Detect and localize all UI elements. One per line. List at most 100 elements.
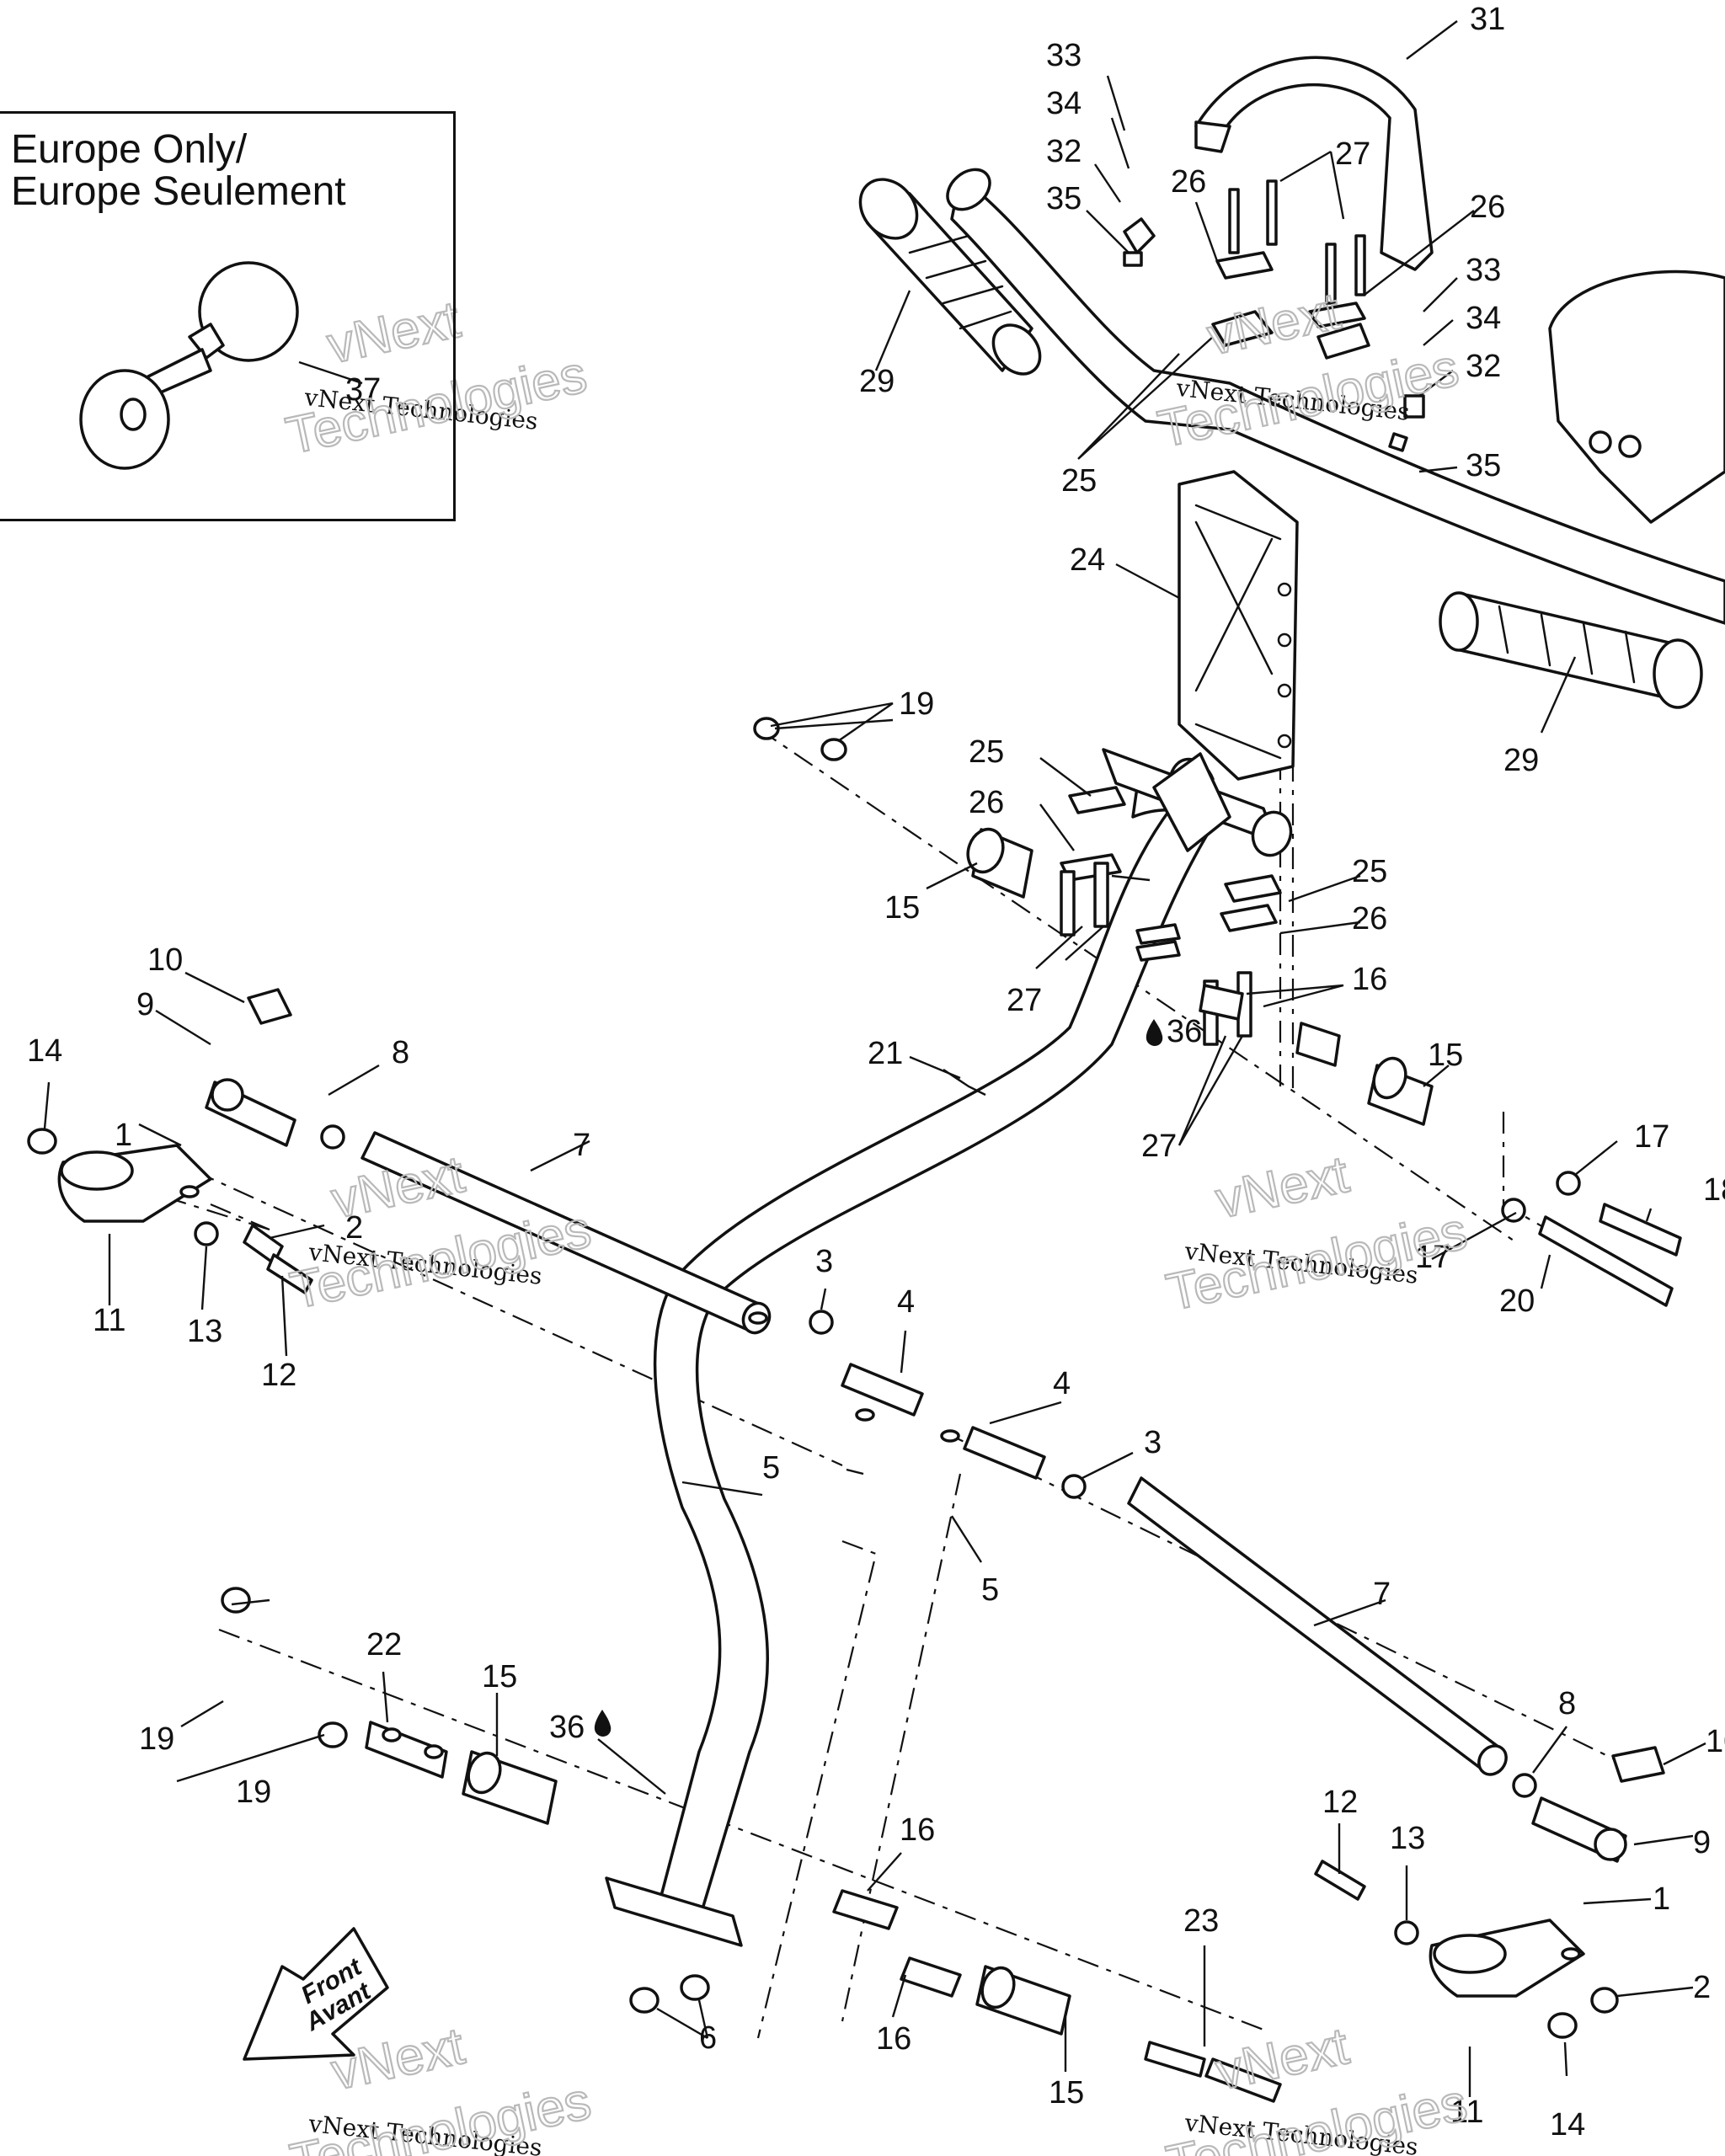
steering-support	[1178, 470, 1299, 781]
leader-lines	[43, 20, 1706, 2097]
callout-34-a: 34	[1046, 86, 1081, 121]
callout-9-b: 9	[1693, 1825, 1711, 1860]
callout-19-c: 19	[236, 1774, 271, 1810]
callout-26-a: 26	[1171, 164, 1206, 200]
callout-16-c: 16	[876, 2021, 911, 2057]
callout-17-b: 17	[1415, 1240, 1450, 1275]
callout-25-b: 25	[969, 734, 1004, 770]
left-steering-arm	[57, 1144, 212, 1223]
callout-33-a: 33	[1046, 38, 1081, 73]
callout-18: 18	[1703, 1172, 1725, 1208]
callout-27-a: 27	[1335, 136, 1370, 172]
callout-5-b: 5	[981, 1572, 999, 1608]
upper-clamps	[1123, 179, 1425, 452]
callout-26-b: 26	[1470, 189, 1505, 225]
callout-32-b: 32	[1466, 349, 1501, 384]
callout-36-a: 36	[1167, 1014, 1202, 1049]
svg-text:vNext: vNext	[327, 2017, 469, 2101]
callout-33-b: 33	[1466, 253, 1501, 288]
callout-19-a: 19	[899, 686, 934, 722]
handlebar	[946, 168, 1725, 625]
mid-crossbar	[753, 717, 1682, 1307]
horn-drawing	[79, 261, 363, 470]
svg-text:vNext: vNext	[1211, 1145, 1354, 1230]
callout-17-a: 17	[1634, 1119, 1669, 1155]
callout-10-a: 10	[147, 942, 183, 978]
callout-7-b: 7	[1373, 1577, 1391, 1612]
callout-16-b: 16	[900, 1812, 935, 1848]
callout-2-a: 2	[345, 1210, 363, 1246]
callout-34-b: 34	[1466, 301, 1501, 336]
callout-15-c: 15	[482, 1659, 517, 1694]
callout-24: 24	[1070, 542, 1105, 578]
callout-25-c: 25	[1352, 854, 1387, 889]
callout-29-b: 29	[1503, 743, 1539, 778]
callout-15-d: 15	[1049, 2075, 1084, 2111]
right-grip	[1439, 591, 1703, 709]
handlebar-pad	[1548, 270, 1725, 524]
callout-21: 21	[868, 1036, 903, 1071]
callout-19-b: 19	[139, 1721, 174, 1757]
callout-3-a: 3	[815, 1244, 833, 1279]
svg-text:Technologies: Technologies	[286, 1200, 595, 1321]
svg-text:vNext: vNext	[1211, 2017, 1354, 2101]
callout-22: 22	[366, 1627, 402, 1662]
inset-title-line2: Europe Seulement	[11, 169, 346, 214]
callout-26-d: 26	[1352, 901, 1387, 937]
callout-12-a: 12	[261, 1358, 296, 1393]
left-grip	[858, 178, 1042, 376]
callout-27-b: 27	[1007, 983, 1042, 1018]
callout-36-b: 36	[549, 1710, 585, 1745]
callout-37: 37	[345, 372, 381, 408]
callout-31: 31	[1470, 2, 1505, 37]
callout-5-a: 5	[762, 1450, 780, 1486]
callout-8-a: 8	[392, 1035, 409, 1070]
callout-4-b: 4	[1053, 1366, 1071, 1401]
callout-15-b: 15	[1428, 1038, 1463, 1073]
lower-crossbar	[221, 1587, 1282, 2103]
callout-13-b: 13	[1390, 1821, 1425, 1856]
callout-8-b: 8	[1558, 1686, 1576, 1721]
callout-4-a: 4	[897, 1284, 915, 1320]
callout-12-b: 12	[1322, 1785, 1358, 1820]
callout-6: 6	[699, 2020, 717, 2056]
lubricant-drop-icon	[1146, 1019, 1163, 1046]
callout-35-a: 35	[1046, 181, 1081, 216]
callout-1-b: 1	[1653, 1881, 1670, 1917]
steering-column	[653, 757, 1223, 1922]
callout-35-b: 35	[1466, 448, 1501, 483]
right-steering-arm	[1429, 1919, 1585, 1998]
callout-14-a: 14	[27, 1033, 62, 1069]
callout-29-a: 29	[859, 364, 895, 399]
europe-only-inset	[0, 111, 456, 521]
callout-26-c: 26	[969, 785, 1004, 820]
callout-23: 23	[1183, 1903, 1219, 1939]
callout-20: 20	[1499, 1283, 1535, 1319]
callout-7-a: 7	[573, 1128, 590, 1163]
callout-10-b: 10	[1706, 1724, 1725, 1759]
callout-32-a: 32	[1046, 134, 1081, 169]
handlebar-strap	[1194, 56, 1434, 271]
callout-11-b: 11	[1450, 2095, 1483, 2130]
callout-9-a: 9	[136, 987, 154, 1022]
lubricant-drop-icon-2	[594, 1710, 611, 1737]
small-hardware	[27, 988, 1665, 2039]
watermark-4: vNext vNext Technologies Technologies	[1161, 1145, 1473, 1323]
callout-16-a: 16	[1352, 962, 1387, 997]
callout-3-b: 3	[1144, 1425, 1162, 1460]
column-crossbar	[1102, 748, 1293, 857]
svg-text:Technologies: Technologies	[1162, 1202, 1471, 1322]
watermark-6: vNext vNext Technologies Technologies	[1161, 2016, 1473, 2156]
tie-rod-ends	[205, 1078, 1627, 1863]
svg-text:vNext: vNext	[327, 1145, 469, 1230]
callout-11-a: 11	[93, 1303, 126, 1338]
callout-27-c: 27	[1141, 1129, 1177, 1164]
center-lines	[134, 539, 1652, 2039]
callout-15-a: 15	[884, 890, 920, 926]
right-tie-rod	[1127, 1476, 1508, 1776]
callout-13-a: 13	[187, 1314, 222, 1349]
callout-2-b: 2	[1693, 1970, 1711, 2005]
callout-25-a: 25	[1061, 463, 1097, 499]
callout-labels: 31 33 34 32 35 26 27 26 33 34 32 35 29 2…	[27, 2, 1725, 2143]
